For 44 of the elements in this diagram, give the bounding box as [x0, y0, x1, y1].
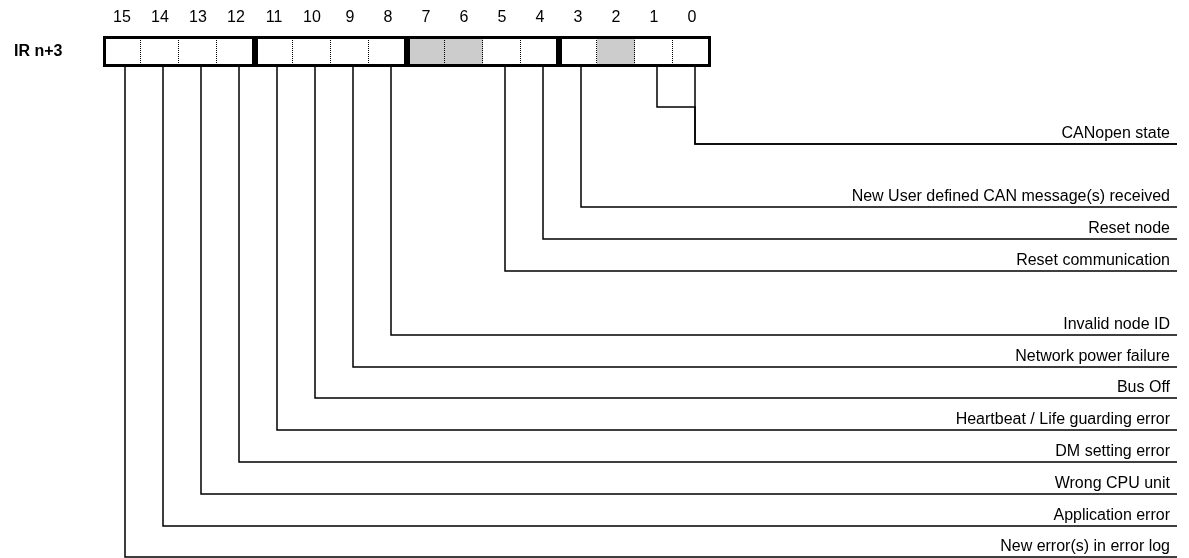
bit-number: 11 — [264, 8, 284, 26]
bit-cell — [483, 36, 521, 67]
bit-description: DM setting error — [1055, 442, 1177, 462]
bit-number: 12 — [226, 8, 246, 26]
bit-number: 2 — [610, 8, 622, 26]
leader-line — [580, 66, 1178, 208]
bit-description: CANopen state — [1061, 124, 1177, 144]
bit-cell — [217, 36, 255, 67]
bit-number: 14 — [150, 8, 170, 26]
bit-description: New error(s) in error log — [1000, 537, 1177, 557]
bit-cell — [369, 36, 407, 67]
bit-number: 13 — [188, 8, 208, 26]
bit-cell — [673, 36, 711, 67]
bit-number: 8 — [382, 8, 394, 26]
bit-description: Bus Off — [1116, 378, 1177, 398]
bit-number: 15 — [112, 8, 132, 26]
bit-cell — [635, 36, 673, 67]
bit-cell — [445, 36, 483, 67]
bit-number: 5 — [496, 8, 508, 26]
bit-description: Network power failure — [1015, 347, 1177, 367]
bit-number: 10 — [302, 8, 322, 26]
bit-description: Wrong CPU unit — [1054, 474, 1177, 494]
bit-cell — [103, 36, 141, 67]
bit-cell — [559, 36, 597, 67]
bit-description: Heartbeat / Life guarding error — [955, 410, 1177, 430]
bit-cell — [255, 36, 293, 67]
bit-number: 6 — [458, 8, 470, 26]
register-name: IR n+3 — [14, 42, 63, 60]
bit-number: 9 — [344, 8, 356, 26]
leader-line — [542, 66, 1178, 240]
bit-description: Reset communication — [1016, 251, 1177, 271]
bit-description: Reset node — [1088, 219, 1177, 239]
bit-description: Application error — [1053, 506, 1177, 526]
bit-number: 1 — [648, 8, 660, 26]
bit-number: 7 — [420, 8, 432, 26]
bit-description: Invalid node ID — [1063, 315, 1177, 335]
leader-line — [504, 66, 1178, 272]
bit-description: New User defined CAN message(s) received — [851, 187, 1177, 207]
bit-number: 3 — [572, 8, 584, 26]
bit-number: 4 — [534, 8, 546, 26]
bit-cell — [597, 36, 635, 67]
bit-number: 0 — [686, 8, 698, 26]
bit-cell — [521, 36, 559, 67]
bit-cell — [407, 36, 445, 67]
